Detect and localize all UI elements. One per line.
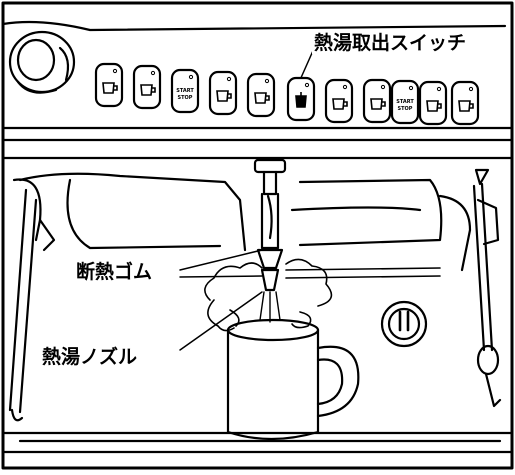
panel-button-11[interactable] — [450, 80, 480, 126]
hot-water-nozzle — [253, 158, 287, 323]
drip-tray — [1, 431, 514, 454]
cup-icon — [102, 82, 118, 94]
panel-button-7[interactable] — [324, 78, 354, 124]
cup-icon — [458, 100, 474, 112]
cup-icon — [216, 90, 232, 102]
panel-button-6[interactable] — [286, 76, 316, 122]
panel-top-edge — [1, 20, 507, 32]
cup-icon — [254, 92, 270, 104]
left-group-cover — [18, 172, 247, 252]
steam-wand — [8, 178, 56, 422]
hot-water-icon — [295, 92, 307, 108]
mug — [226, 318, 360, 441]
pressure-gauge — [380, 300, 428, 348]
steam-clouds — [204, 258, 333, 332]
panel-button-2[interactable] — [132, 64, 162, 110]
panel-button-8[interactable] — [362, 78, 392, 124]
cup-icon — [332, 98, 348, 110]
start-label: START — [176, 88, 194, 94]
insulating-rubber — [256, 248, 284, 270]
stop-label: STOP — [398, 106, 413, 112]
panel-button-10[interactable] — [418, 80, 448, 126]
stop-label: STOP — [178, 95, 193, 101]
cup-icon — [370, 98, 386, 110]
pointer-gasket-a — [179, 249, 263, 271]
panel-button-1[interactable] — [94, 62, 124, 108]
hot-water-switch-label: 熱湯取出スイッチ — [312, 32, 469, 54]
cup-icon — [426, 100, 442, 112]
pointer-nozzle — [179, 291, 263, 351]
hot-water-nozzle-label: 熱湯ノズル — [40, 346, 140, 368]
insulating-rubber-label: 断熱ゴム — [74, 261, 155, 283]
panel-button-5[interactable] — [246, 72, 276, 118]
cup-icon — [140, 84, 156, 96]
pointer-gasket-b — [179, 275, 263, 278]
panel-button-4[interactable] — [208, 70, 238, 116]
start-label: START — [396, 99, 414, 105]
right-steam-wand — [472, 168, 502, 408]
steam-knob — [8, 30, 76, 94]
